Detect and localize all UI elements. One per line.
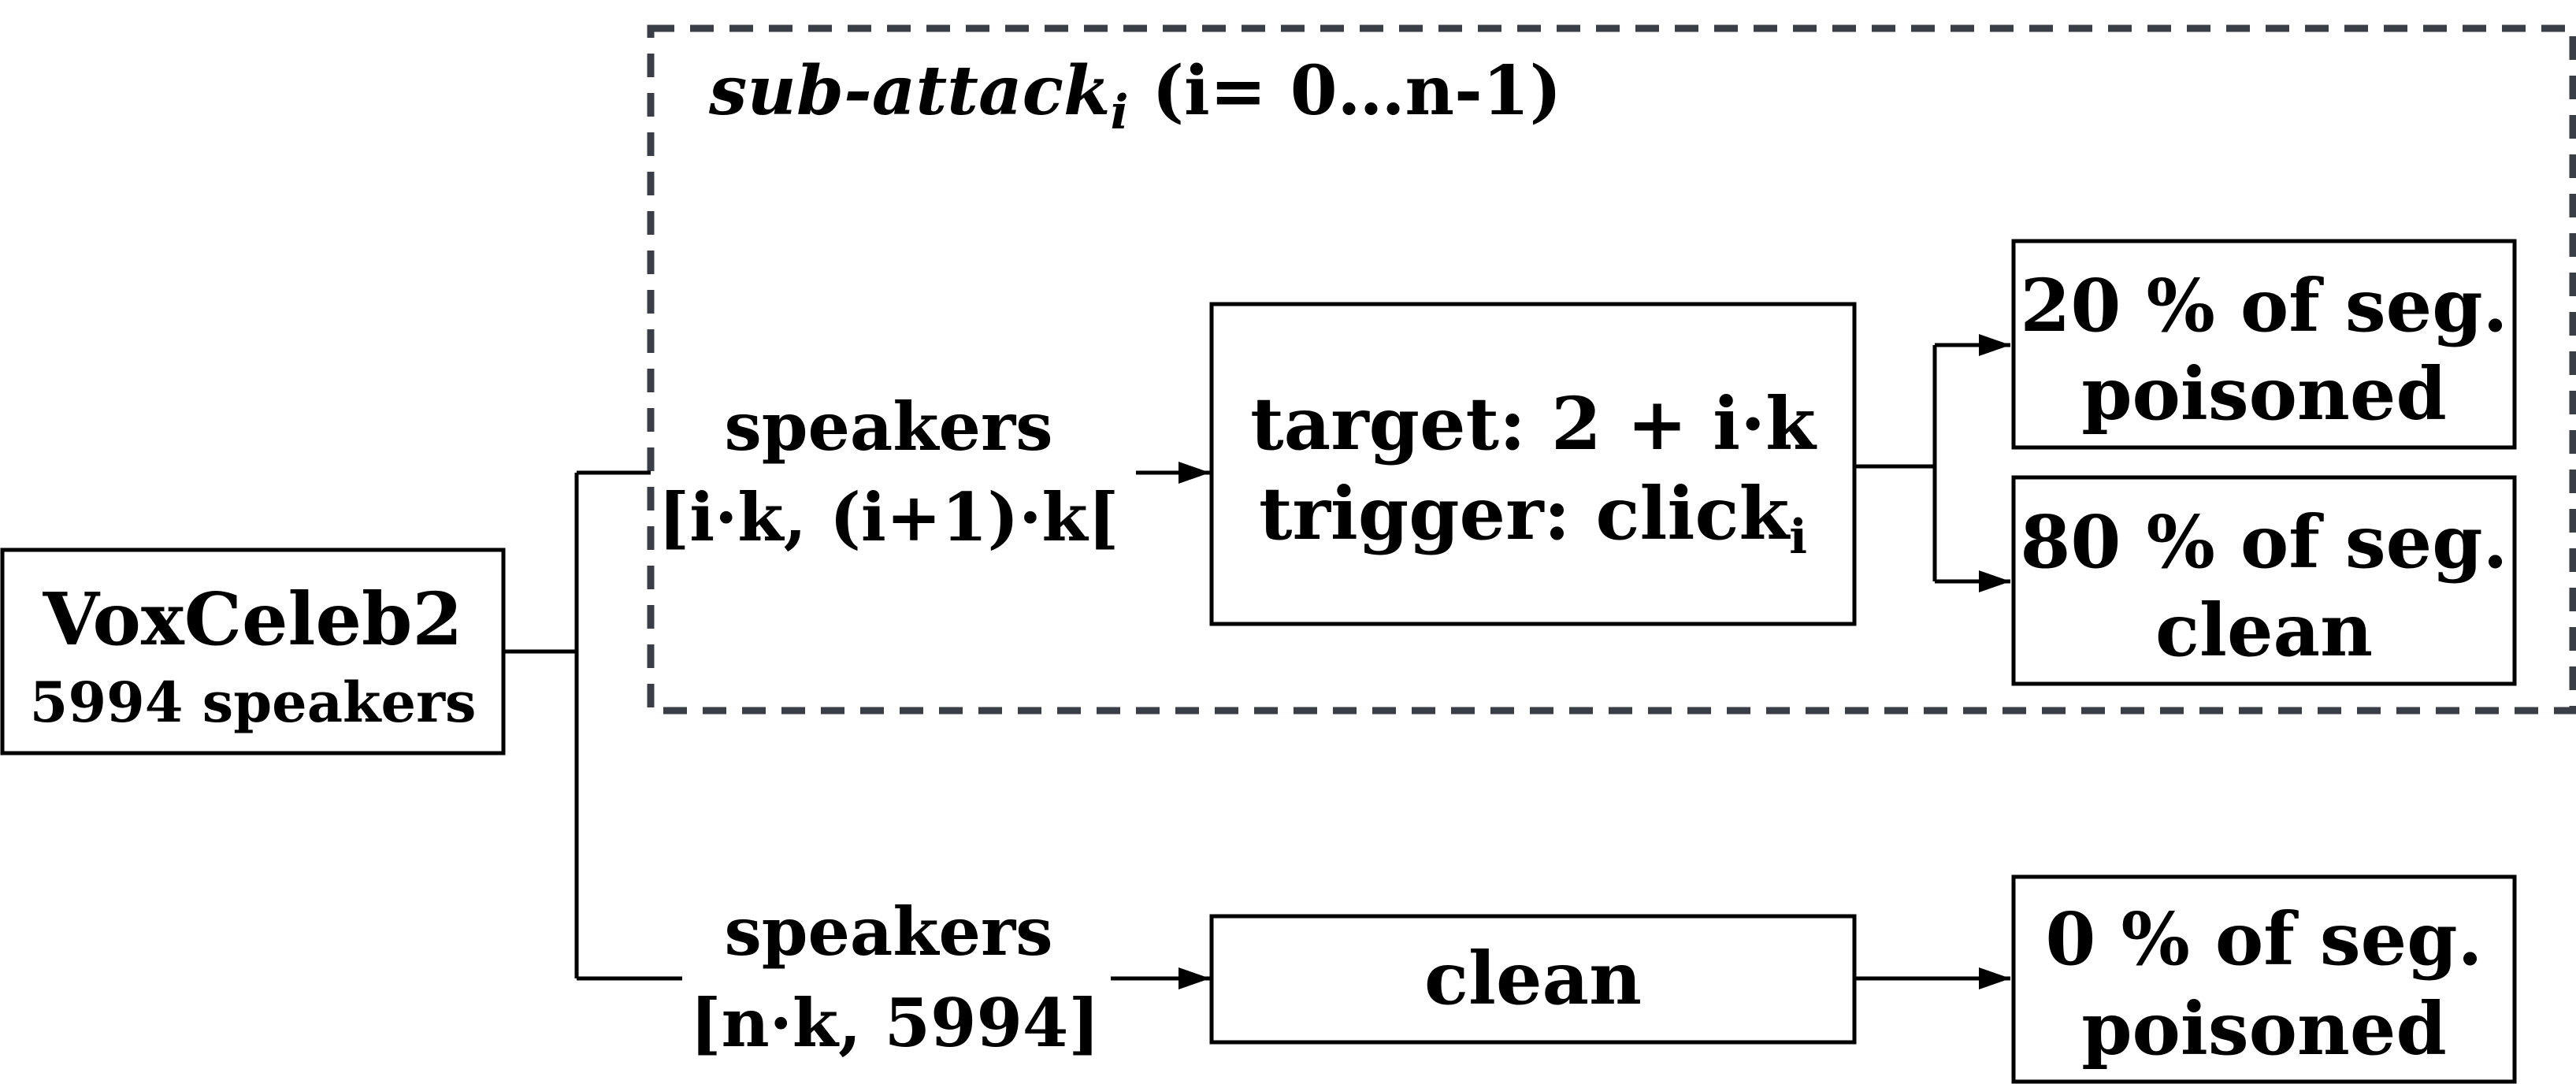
sub-attack-group (647, 24, 2576, 715)
sub-attack-speakers-label: speakers (724, 388, 1052, 466)
sub-attack-title-range: (i= 0…n-1) (1128, 51, 1561, 131)
sub-attack-speakers-range: [i·k, (i+1)·k[ (658, 478, 1119, 556)
source-count: 5994 speakers (30, 670, 477, 735)
remainder-output-line2: poisoned (2081, 986, 2447, 1071)
sub-attack-title-italic: sub-attack (708, 51, 1111, 131)
sub-attack-title: sub-attacki (i= 0…n-1) (708, 51, 1561, 140)
source-name: VoxCeleb2 (43, 577, 463, 662)
process-trigger: trigger: clicki (1259, 471, 1807, 565)
clean-output-box (2011, 475, 2517, 686)
process-target: target: 2 + i·k (1250, 381, 1817, 466)
poison-process-box (1209, 302, 1857, 626)
remainder-output-line1: 0 % of seg. (2045, 897, 2482, 982)
remainder-speakers-label: speakers (724, 893, 1052, 971)
clean-process-label: clean (1424, 936, 1642, 1021)
poisoned-output-line1: 20 % of seg. (2020, 263, 2507, 348)
remainder-output-box (2011, 874, 2517, 1084)
clean-process-box (1209, 914, 1857, 1045)
poisoned-output-line2: poisoned (2081, 351, 2447, 436)
remainder-speakers-range: [n·k, 5994] (690, 984, 1100, 1062)
process-trigger-text: trigger: click (1259, 471, 1791, 556)
poisoned-output-box (2011, 239, 2517, 450)
sub-attack-title-subscript: i (1111, 85, 1129, 140)
source-box (0, 548, 506, 755)
process-trigger-subscript: i (1789, 510, 1807, 565)
clean-output-line1: 80 % of seg. (2020, 499, 2507, 585)
clean-output-line2: clean (2155, 588, 2373, 673)
